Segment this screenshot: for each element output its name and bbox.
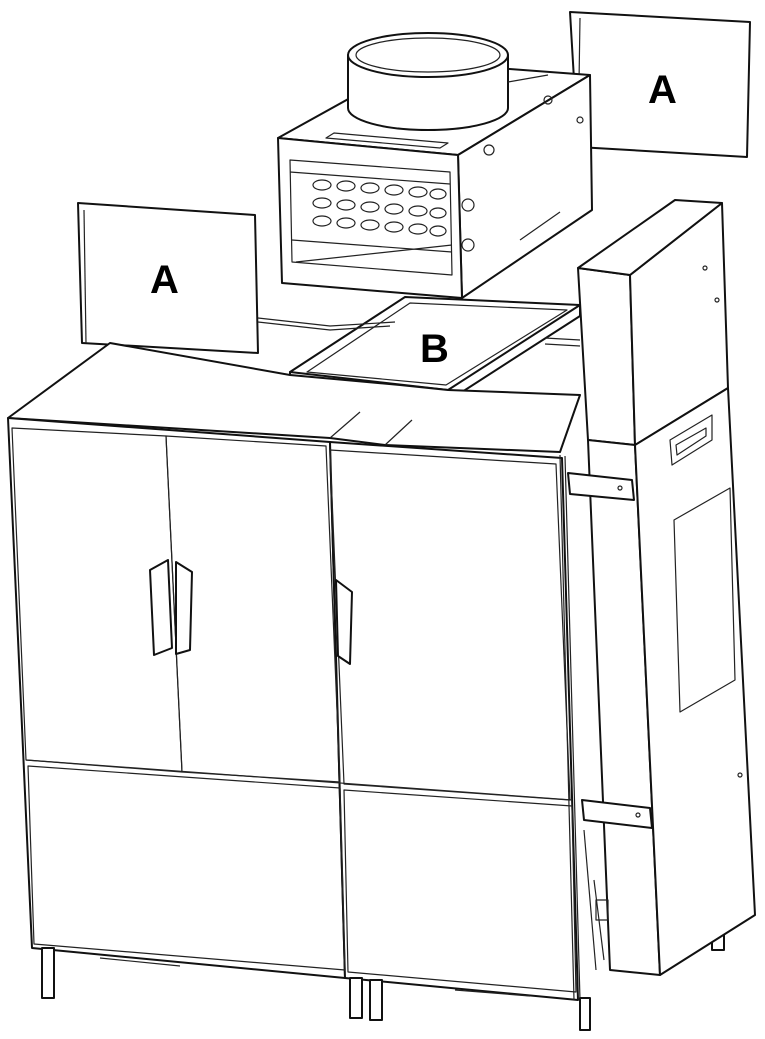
door-handle-right [335,579,353,665]
panel-label-a-right: A [648,68,677,112]
side-panel-left [77,202,259,354]
coil-fins [312,179,447,237]
coil-module [277,61,593,299]
door-handle-left [149,559,193,656]
support-rails [257,317,581,347]
round-duct-collar [347,32,549,131]
control-column [567,199,756,976]
mounting-bracket-upper [567,472,635,501]
mounting-bracket-lower [581,799,653,829]
cabinet-body [7,342,581,1001]
panel-label-a-left: A [150,258,179,302]
tray-label-b: B [420,327,449,371]
